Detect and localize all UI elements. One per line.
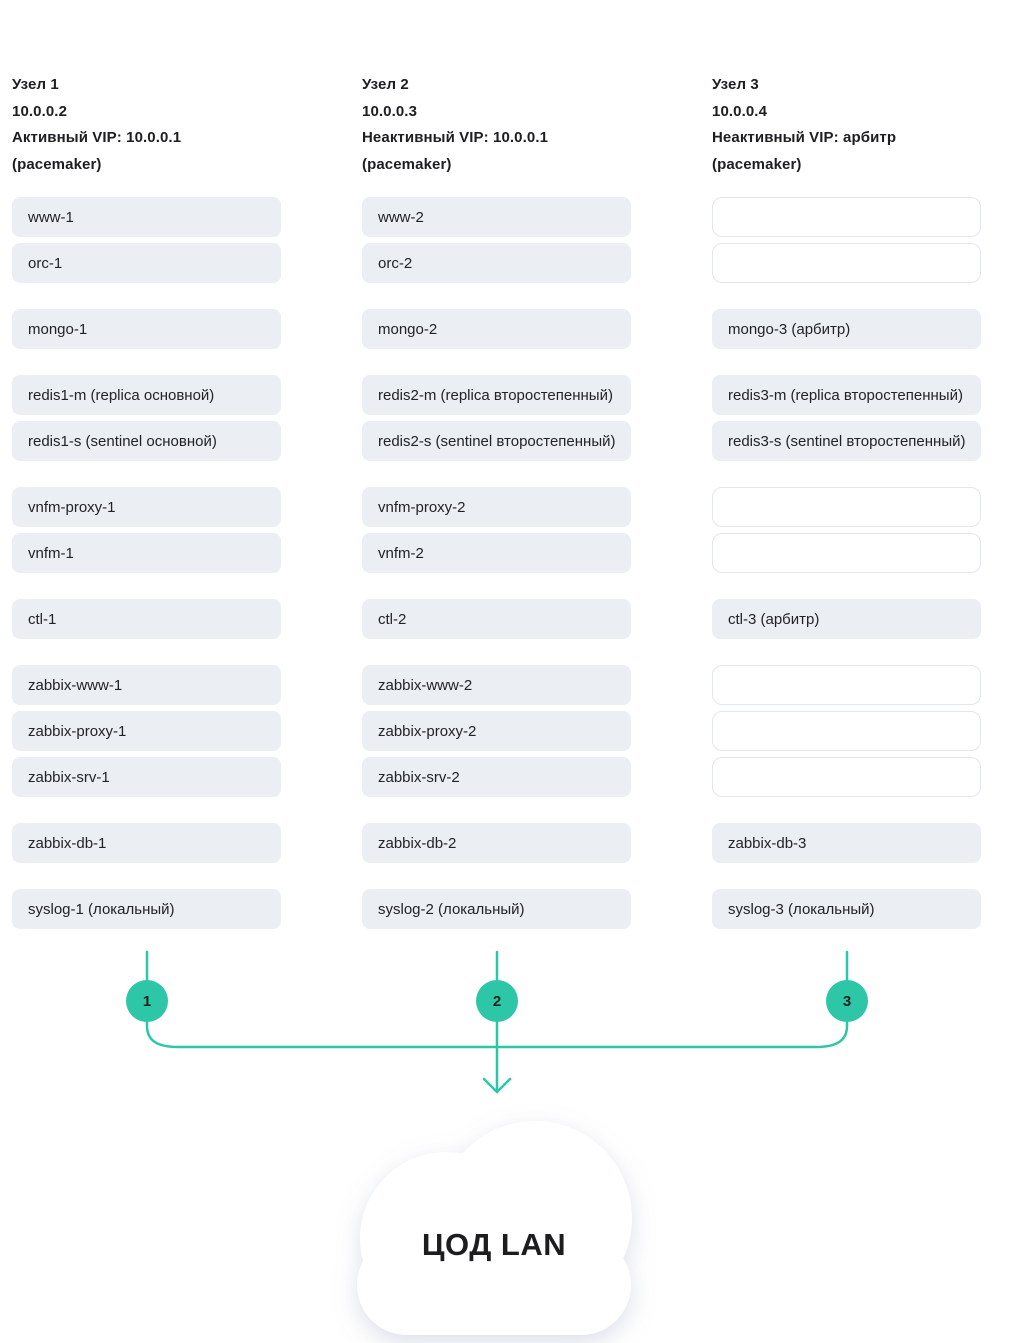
empty-slot bbox=[712, 243, 981, 283]
service-box: redis1-m (replica основной) bbox=[12, 375, 281, 415]
empty-slot bbox=[712, 197, 981, 237]
service-box: ctl-1 bbox=[12, 599, 281, 639]
service-group: redis3-m (replica второстепенный) redis3-… bbox=[712, 375, 981, 461]
service-box: vnfm-1 bbox=[12, 533, 281, 573]
service-box: orc-1 bbox=[12, 243, 281, 283]
service-box: mongo-3 (арбитр) bbox=[712, 309, 981, 349]
empty-slot bbox=[712, 665, 981, 705]
service-group: www-2 orc-2 bbox=[362, 197, 631, 283]
node-ip: 10.0.0.2 bbox=[12, 102, 68, 120]
service-box: vnfm-proxy-1 bbox=[12, 487, 281, 527]
connector-badge-3: 3 bbox=[826, 980, 868, 1022]
empty-slot bbox=[712, 487, 981, 527]
arrow-down-icon bbox=[482, 1077, 512, 1094]
service-box: mongo-2 bbox=[362, 309, 631, 349]
service-group: redis1-m (replica основной) redis1-s (sen… bbox=[12, 375, 281, 461]
service-box: www-1 bbox=[12, 197, 281, 237]
node-vip: Неактивный VIP: 10.0.0.1 bbox=[362, 129, 549, 146]
connector-badge-1: 1 bbox=[126, 980, 168, 1022]
service-group: vnfm-proxy-1 vnfm-1 bbox=[12, 487, 281, 573]
service-group: ctl-1 bbox=[12, 599, 281, 639]
service-group: syslog-2 (локальный) bbox=[362, 889, 631, 929]
service-box: syslog-1 (локальный) bbox=[12, 889, 281, 929]
service-box: zabbix-proxy-1 bbox=[12, 711, 281, 751]
service-box: vnfm-proxy-2 bbox=[362, 487, 631, 527]
service-box: vnfm-2 bbox=[362, 533, 631, 573]
empty-slot bbox=[712, 757, 981, 797]
node-ip: 10.0.0.4 bbox=[712, 102, 768, 120]
service-group: ctl-2 bbox=[362, 599, 631, 639]
service-group bbox=[712, 665, 981, 797]
service-group: mongo-3 (арбитр) bbox=[712, 309, 981, 349]
node-vip: Неактивный VIP: арбитр bbox=[712, 129, 897, 146]
empty-slot bbox=[712, 711, 981, 751]
service-box: syslog-2 (локальный) bbox=[362, 889, 631, 929]
connector-badge-2: 2 bbox=[476, 980, 518, 1022]
service-group: mongo-2 bbox=[362, 309, 631, 349]
node-title: Узел 3 bbox=[712, 76, 759, 93]
service-box: zabbix-srv-1 bbox=[12, 757, 281, 797]
service-group: mongo-1 bbox=[12, 309, 281, 349]
service-box: ctl-3 (арбитр) bbox=[712, 599, 981, 639]
service-box: redis2-s (sentinel второстепенный) bbox=[362, 421, 631, 461]
empty-slot bbox=[712, 533, 981, 573]
service-box: redis2-m (replica второстепенный) bbox=[362, 375, 631, 415]
node-cluster: (pacemaker) bbox=[12, 155, 102, 173]
service-box: zabbix-proxy-2 bbox=[362, 711, 631, 751]
service-box: mongo-1 bbox=[12, 309, 281, 349]
service-box: redis3-m (replica второстепенный) bbox=[712, 375, 981, 415]
service-box: redis3-s (sentinel второстепенный) bbox=[712, 421, 981, 461]
service-box: zabbix-srv-2 bbox=[362, 757, 631, 797]
service-group: zabbix-db-3 bbox=[712, 823, 981, 863]
service-box: zabbix-www-2 bbox=[362, 665, 631, 705]
merge-line bbox=[145, 1020, 849, 1049]
service-group: zabbix-www-2 zabbix-proxy-2 zabbix-srv-2 bbox=[362, 665, 631, 797]
service-group: syslog-1 (локальный) bbox=[12, 889, 281, 929]
service-group: syslog-3 (локальный) bbox=[712, 889, 981, 929]
service-box: syslog-3 (локальный) bbox=[712, 889, 981, 929]
service-group: www-1 orc-1 bbox=[12, 197, 281, 283]
connector-lines bbox=[145, 950, 849, 1094]
service-box: zabbix-db-3 bbox=[712, 823, 981, 863]
service-group: zabbix-db-2 bbox=[362, 823, 631, 863]
cloud-label: ЦОД LAN bbox=[421, 1227, 567, 1262]
service-box: zabbix-db-2 bbox=[362, 823, 631, 863]
service-box: orc-2 bbox=[362, 243, 631, 283]
service-group bbox=[712, 197, 981, 283]
service-group: ctl-3 (арбитр) bbox=[712, 599, 981, 639]
node-title: Узел 2 bbox=[362, 76, 409, 93]
service-group bbox=[712, 487, 981, 573]
service-box: zabbix-www-1 bbox=[12, 665, 281, 705]
node-ip: 10.0.0.3 bbox=[362, 102, 418, 120]
node-cluster: (pacemaker) bbox=[362, 155, 452, 173]
node-title: Узел 1 bbox=[12, 76, 59, 93]
service-box: zabbix-db-1 bbox=[12, 823, 281, 863]
service-group: zabbix-www-1 zabbix-proxy-1 zabbix-srv-1 bbox=[12, 665, 281, 797]
service-box: www-2 bbox=[362, 197, 631, 237]
service-box: ctl-2 bbox=[362, 599, 631, 639]
service-group: vnfm-proxy-2 vnfm-2 bbox=[362, 487, 631, 573]
node-vip: Активный VIP: 10.0.0.1 bbox=[12, 129, 182, 146]
service-group: zabbix-db-1 bbox=[12, 823, 281, 863]
service-group: redis2-m (replica второстепенный) redis2-… bbox=[362, 375, 631, 461]
node-cluster: (pacemaker) bbox=[712, 155, 802, 173]
service-box: redis1-s (sentinel основной) bbox=[12, 421, 281, 461]
